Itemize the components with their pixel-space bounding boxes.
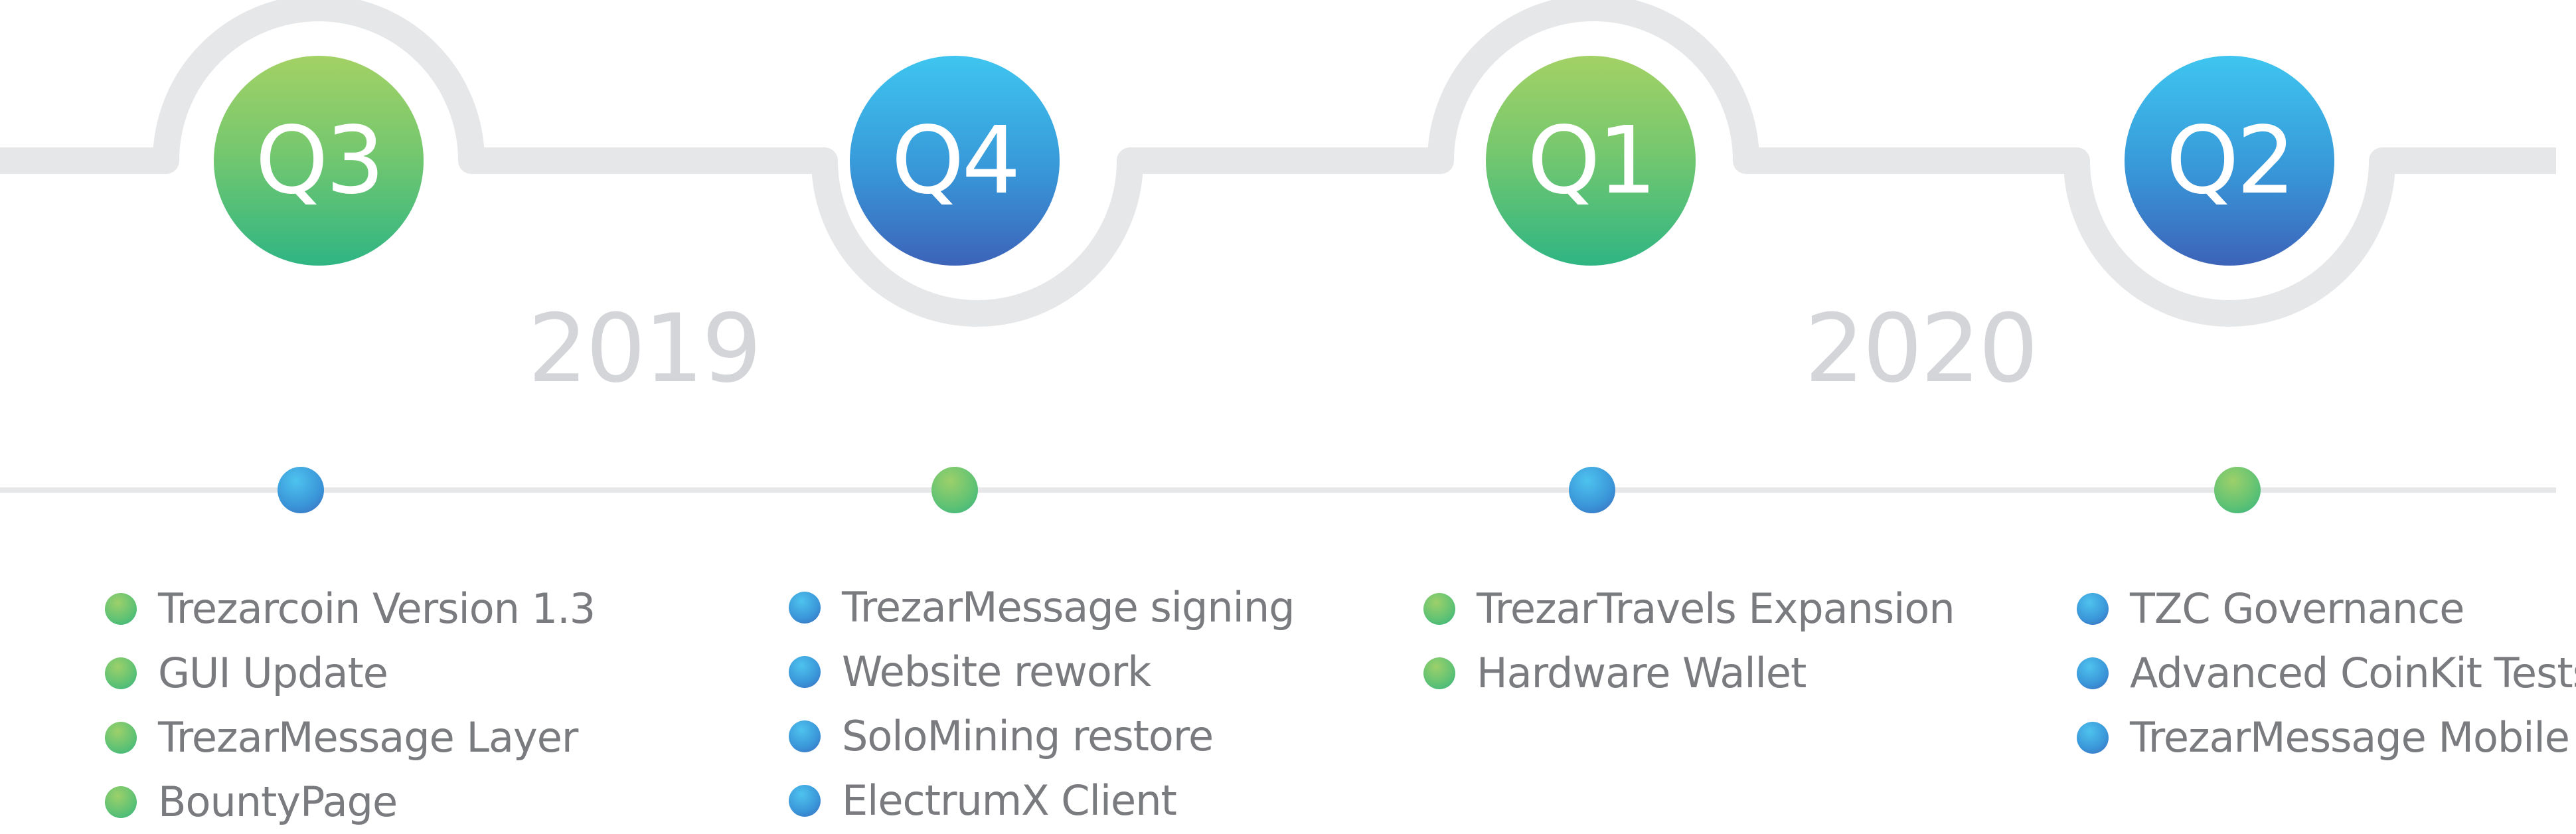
list-item: SoloMining restore — [789, 704, 1295, 768]
item-label: TZC Governance — [2130, 584, 2464, 633]
list-item: BountyPage — [105, 770, 595, 834]
bullet-icon — [2077, 592, 2109, 625]
list-item: Advanced CoinKit Tests — [2077, 641, 2576, 705]
item-label: TrezarMessage Mobile — [2130, 713, 2570, 762]
item-label: SoloMining restore — [842, 712, 1214, 760]
list-item: Trezarcoin Version 1.3 — [105, 576, 596, 641]
list-item: ElectrumX Client — [789, 768, 1295, 833]
bullet-icon — [2077, 721, 2109, 754]
item-label: BountyPage — [158, 778, 398, 826]
q2-item-list: TZC Governance Advanced CoinKit Tests Tr… — [2077, 576, 2576, 770]
q1-item-list: TrezarTravels Expansion Hardware Wallet — [1423, 576, 1955, 705]
list-item: TrezarMessage Layer — [105, 705, 595, 770]
quarter-badge-q2: Q2 — [2125, 56, 2334, 266]
list-item: Hardware Wallet — [1423, 641, 1955, 705]
bullet-icon — [105, 657, 137, 689]
item-label: Advanced CoinKit Tests — [2130, 649, 2576, 697]
year-label-2019: 2019 — [528, 294, 762, 404]
list-item: TrezarMessage Mobile — [2077, 705, 2576, 770]
bullet-icon — [789, 720, 821, 752]
bullet-icon — [2077, 657, 2109, 689]
item-label: GUI Update — [158, 649, 388, 697]
item-label: Trezarcoin Version 1.3 — [158, 584, 596, 633]
timeline-dot-q4 — [931, 467, 978, 513]
bullet-icon — [789, 591, 821, 624]
timeline-dot-q2 — [2214, 467, 2261, 513]
list-item: TZC Governance — [2077, 576, 2576, 641]
quarter-badge-q4: Q4 — [850, 56, 1060, 266]
quarter-badge-q1: Q1 — [1486, 56, 1696, 266]
list-item: TrezarMessage signing — [789, 575, 1295, 639]
timeline-dot-q1 — [1569, 467, 1615, 513]
item-label: TrezarMessage signing — [842, 583, 1295, 631]
list-item: GUI Update — [105, 641, 595, 705]
quarter-badge-q3: Q3 — [214, 56, 424, 266]
year-label-2020: 2020 — [1805, 294, 2038, 404]
bullet-icon — [789, 784, 821, 817]
item-label: Hardware Wallet — [1477, 649, 1807, 697]
q3-item-list: Trezarcoin Version 1.3 GUI Update Trezar… — [105, 576, 596, 834]
bullet-icon — [789, 655, 821, 688]
bullet-icon — [105, 721, 137, 754]
item-label: TrezarTravels Expansion — [1477, 584, 1955, 633]
item-label: Website rework — [842, 647, 1151, 696]
timeline-dot-q3 — [278, 467, 324, 513]
item-label: TrezarMessage Layer — [158, 713, 578, 762]
bullet-icon — [1423, 657, 1455, 689]
bullet-icon — [105, 786, 137, 818]
bullet-icon — [105, 592, 137, 625]
item-label: ElectrumX Client — [842, 776, 1177, 825]
q4-item-list: TrezarMessage signing Website rework Sol… — [789, 575, 1295, 833]
list-item: Website rework — [789, 639, 1295, 704]
list-item: TrezarTravels Expansion — [1423, 576, 1955, 641]
bullet-icon — [1423, 592, 1455, 625]
